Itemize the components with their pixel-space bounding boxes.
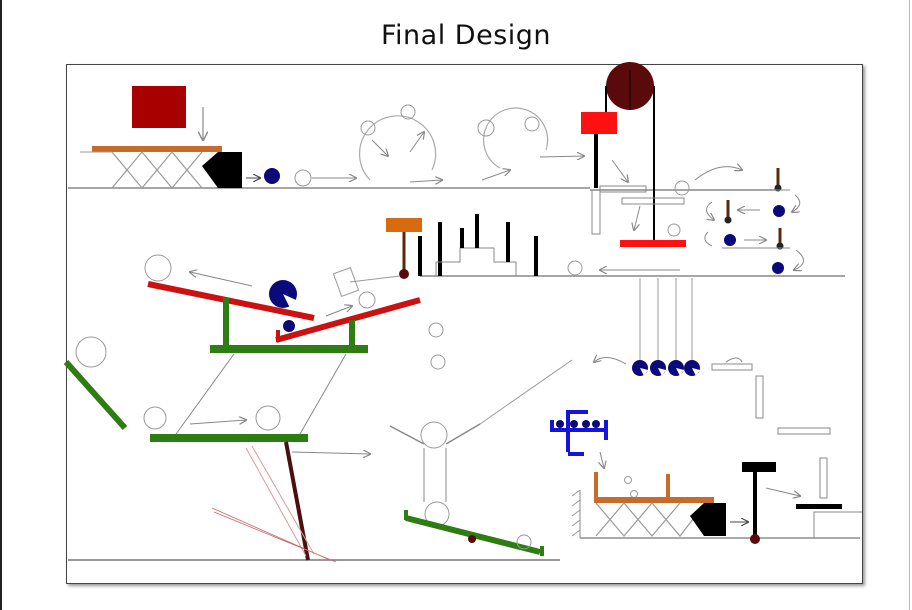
swing-hammer xyxy=(325,267,401,317)
wheel-2 xyxy=(477,107,584,181)
lower-platform xyxy=(143,353,370,563)
ball-blue-1 xyxy=(246,168,356,187)
bottom-seesaw xyxy=(404,510,544,556)
falling-balls xyxy=(428,322,446,370)
bottom-hammer xyxy=(742,457,862,544)
dominos xyxy=(386,214,680,279)
pulley xyxy=(581,62,690,247)
marble-cascade xyxy=(694,167,804,274)
lever-seesaw xyxy=(144,254,421,353)
right-border xyxy=(909,0,910,610)
scissor-lift-top xyxy=(80,86,242,189)
page-title: Final Design xyxy=(380,20,552,51)
wheel-1 xyxy=(359,104,442,182)
falling-planks xyxy=(755,375,831,435)
left-border xyxy=(0,0,2,610)
newtons-cradle xyxy=(594,278,753,376)
left-ramp xyxy=(63,336,128,430)
scissor-lift-bottom xyxy=(571,472,748,538)
blue-fan xyxy=(550,410,608,468)
funnel xyxy=(389,359,573,527)
